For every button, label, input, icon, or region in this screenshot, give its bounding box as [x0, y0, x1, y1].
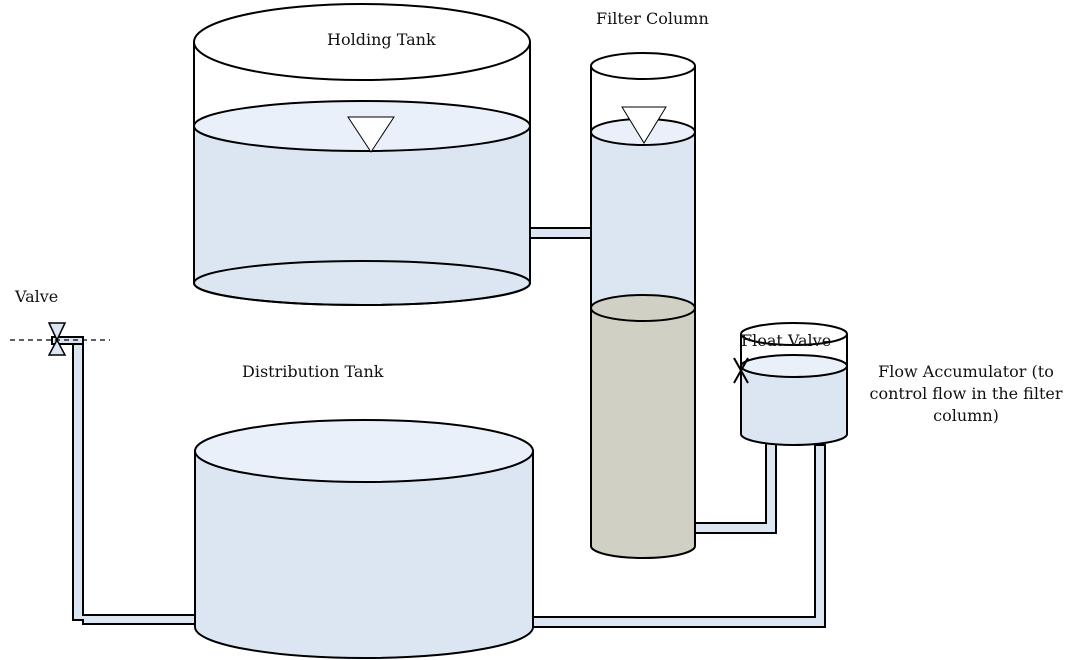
- filter-column: [590, 52, 696, 559]
- filter-media-surface: [590, 294, 696, 322]
- holding-tank-label: Holding Tank: [327, 30, 436, 49]
- filter-column-water: [590, 131, 696, 309]
- holding-tank: [193, 3, 531, 306]
- distribution-tank-label: Distribution Tank: [242, 362, 384, 381]
- pipe-holding-to-filter: [529, 227, 592, 239]
- flow-accumulator-wall: [740, 334, 848, 366]
- holding-tank-level-marker: [347, 116, 395, 153]
- pipe-filter-to-accumulator: [694, 442, 777, 534]
- float-valve-label: Float Valve: [741, 331, 832, 350]
- distribution-tank-water-surface: [194, 419, 534, 483]
- valve-icon: [47, 322, 67, 356]
- flow-accumulator-water-surface: [740, 354, 848, 378]
- distribution-tank-water: [194, 450, 534, 659]
- filter-column-level-marker: [621, 106, 667, 144]
- flow-accumulator-top-rim: [740, 322, 848, 346]
- flow-accumulator-water: [740, 365, 848, 446]
- holding-tank-water: [193, 125, 531, 306]
- valve-label: Valve: [15, 287, 59, 306]
- holding-tank-top-rim: [193, 3, 531, 81]
- flow-accumulator: [733, 322, 848, 446]
- filter-column-wall: [590, 66, 696, 132]
- pipe-distribution-to-valve: [72, 338, 196, 625]
- holding-tank-bottom-rim: [193, 260, 531, 306]
- flow-accumulator-label: Flow Accumulator (to control flow in the…: [869, 362, 1063, 425]
- distribution-tank: [194, 419, 534, 659]
- valve: [10, 322, 110, 356]
- filter-column-top-rim: [590, 52, 696, 80]
- filter-column-label: Filter Column: [596, 9, 709, 28]
- filter-media: [590, 307, 696, 559]
- float-valve-icon: [733, 357, 749, 384]
